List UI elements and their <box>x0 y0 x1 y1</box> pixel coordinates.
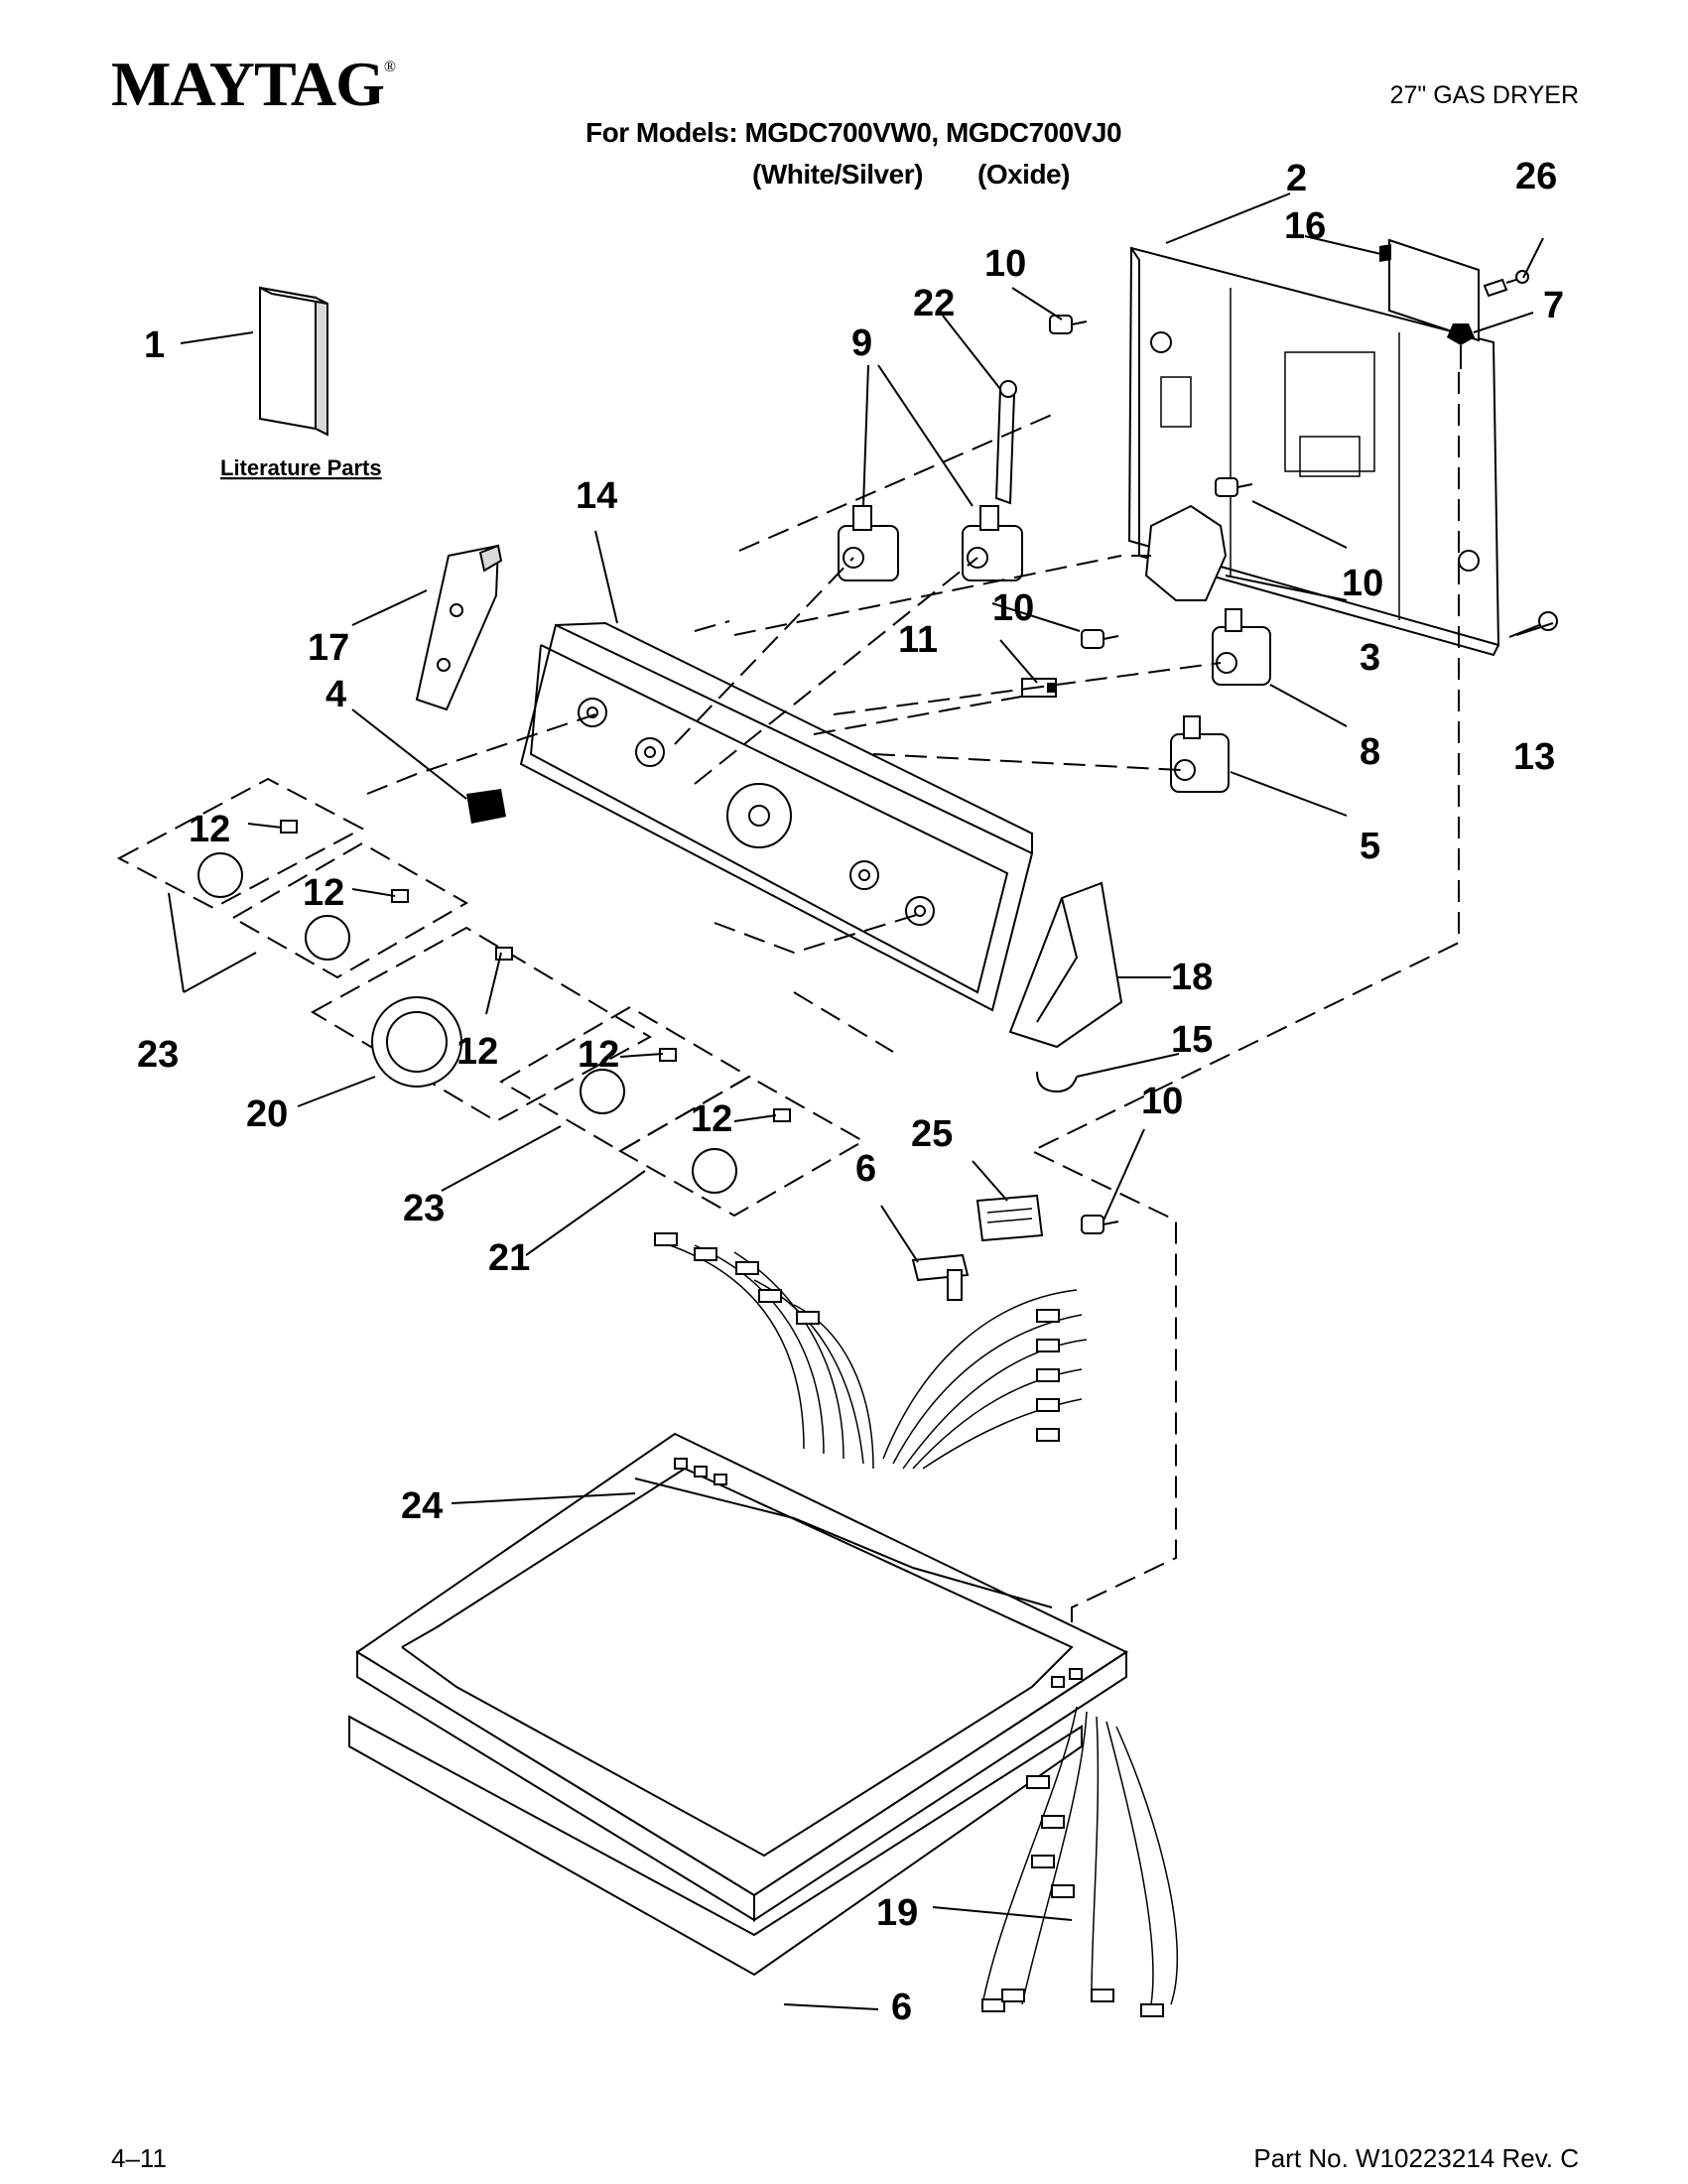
clip-15 <box>1036 1071 1078 1093</box>
top-panel <box>348 1432 1129 1977</box>
callout-25: 25 <box>911 1113 953 1155</box>
assembly-lines <box>366 372 1460 1647</box>
left-end-cap <box>415 544 503 711</box>
knob-group-23a <box>116 777 365 910</box>
brand-logo: MAYTAG® <box>111 49 396 119</box>
page-number: 4–11 <box>111 2143 167 2173</box>
callout-14: 14 <box>576 475 617 517</box>
callout-16: 16 <box>1284 205 1326 247</box>
callout-13: 13 <box>1513 736 1555 778</box>
callout-23b: 23 <box>403 1188 445 1229</box>
callout-11: 11 <box>898 619 938 661</box>
callout-leaders <box>168 193 1554 2010</box>
knob-group-23b <box>230 841 469 979</box>
timer-3 <box>1131 504 1228 601</box>
callout-15: 15 <box>1171 1019 1213 1061</box>
wire-harness-lower <box>981 1706 1179 2017</box>
callout-12c: 12 <box>456 1031 498 1073</box>
callout-6b: 6 <box>891 1987 912 2028</box>
callout-10e: 10 <box>1342 563 1383 604</box>
callout-24: 24 <box>401 1485 443 1527</box>
callout-17: 17 <box>308 627 349 669</box>
knob-group-20 <box>310 926 653 1123</box>
callout-12e: 12 <box>691 1098 732 1140</box>
screw-26 <box>1483 270 1529 298</box>
callout-2: 2 <box>1286 158 1307 199</box>
selector-switch-9b <box>962 505 1023 581</box>
wire-harness <box>654 1194 1088 1470</box>
models-line: For Models: MGDC700VW0, MGDC700VJ0 <box>585 117 1122 148</box>
right-end-cap <box>1008 881 1123 1049</box>
harness-clip-22 <box>994 380 1017 505</box>
callout-labels: 1 2 3 4 5 6 6 7 8 9 10 10 10 10 10 11 12… <box>137 156 1564 2028</box>
literature-booklet <box>259 286 328 437</box>
callout-12b: 12 <box>303 872 344 914</box>
screw-10b <box>1215 477 1253 497</box>
control-console <box>519 621 1034 1012</box>
callout-20: 20 <box>246 1093 288 1135</box>
callout-18: 18 <box>1171 957 1213 998</box>
leader-1 <box>180 331 254 344</box>
callout-9: 9 <box>851 322 872 364</box>
fastener-4 <box>466 789 506 824</box>
callout-23a: 23 <box>137 1034 179 1076</box>
literature-parts-caption: Literature Parts <box>220 455 382 480</box>
callout-3: 3 <box>1360 637 1380 679</box>
finish-white-silver: (White/Silver) <box>752 159 923 190</box>
switch-8 <box>1212 608 1271 686</box>
callout-12d: 12 <box>578 1034 619 1076</box>
selector-switch-9a <box>838 505 899 581</box>
switch-5 <box>1170 715 1230 793</box>
document-type: 27" GAS DRYER <box>1389 81 1579 109</box>
callout-8: 8 <box>1360 731 1380 773</box>
callout-7: 7 <box>1543 285 1564 326</box>
callout-1: 1 <box>144 324 165 366</box>
callout-12a: 12 <box>189 809 230 850</box>
screw-10d <box>1081 1215 1119 1234</box>
callout-6a: 6 <box>855 1148 876 1190</box>
callout-21: 21 <box>488 1237 530 1279</box>
callout-10b: 10 <box>992 587 1034 629</box>
callout-4: 4 <box>325 674 346 715</box>
callout-19: 19 <box>876 1892 918 1934</box>
knob-group-21 <box>617 1075 866 1218</box>
callout-10c: 10 <box>1141 1081 1183 1122</box>
knob-group-23c <box>499 1005 751 1153</box>
screw-10c <box>1081 629 1119 649</box>
callout-26: 26 <box>1515 156 1557 197</box>
screw-7 <box>1447 323 1475 369</box>
callout-5: 5 <box>1360 826 1380 867</box>
screw-10a <box>1049 315 1088 334</box>
callout-22: 22 <box>913 283 955 324</box>
finish-oxide: (Oxide) <box>977 159 1070 190</box>
control-board <box>1379 238 1480 342</box>
callout-10a: 10 <box>984 243 1026 285</box>
part-number: Part No. W10223214 Rev. C <box>1253 2143 1579 2173</box>
